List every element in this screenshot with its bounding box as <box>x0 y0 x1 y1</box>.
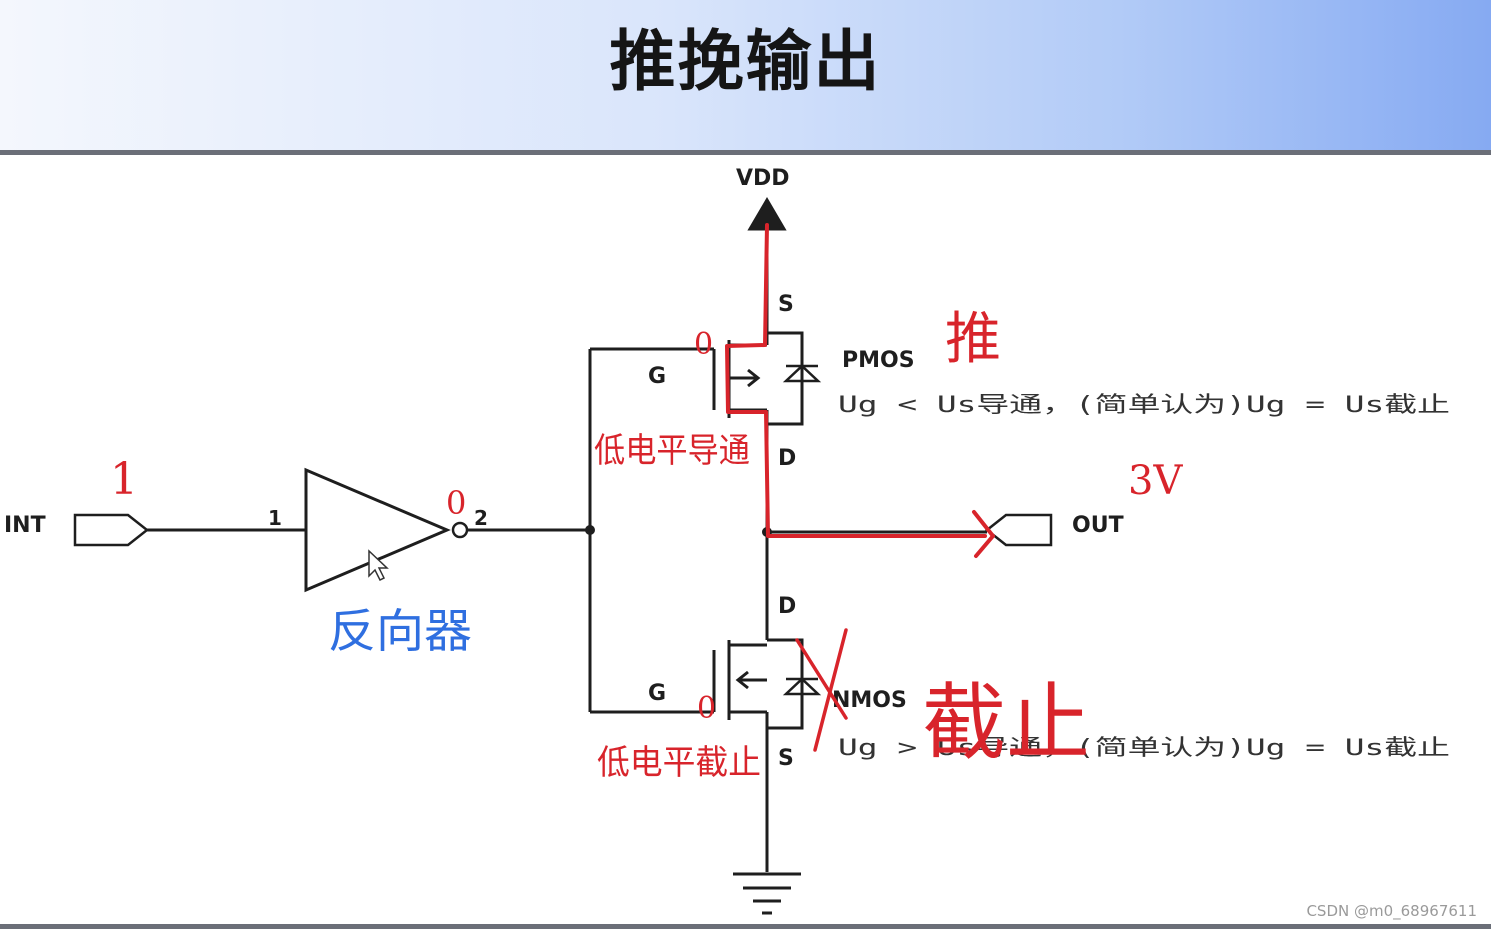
out-voltage-annotation: 3V <box>1128 458 1183 504</box>
nmos-condition-note: Ug > Us导通，(简单认为)Ug = Us截止 <box>838 736 1450 761</box>
gate-junction <box>585 525 595 535</box>
nmos-diode-symbol <box>782 677 822 696</box>
circuit-wiring <box>73 197 1053 915</box>
nmos-label: NMOS <box>832 688 907 713</box>
input-port-symbol <box>73 513 150 547</box>
inverter-pin2-label: 2 <box>474 506 488 530</box>
pmos-diode-symbol <box>782 364 822 383</box>
nmos-source-label: S <box>778 746 794 771</box>
pmos-condition-note: Ug < Us导通，(简单认为)Ug = Us截止 <box>838 393 1450 418</box>
nmos-cross-mark <box>795 628 848 752</box>
input-label: INT <box>4 513 46 538</box>
pmos-state-annotation: 低电平导通 <box>594 431 750 471</box>
nmos-drain-label: D <box>778 594 796 619</box>
output-port-symbol <box>984 513 1053 547</box>
mouse-cursor-icon <box>368 549 389 582</box>
inverter-annotation: 反向器 <box>328 604 472 658</box>
nmos-body-arrow <box>735 670 767 690</box>
pmos-gate-annotation: 0 <box>694 327 713 362</box>
watermark: CSDN @m0_68967611 <box>1306 902 1477 920</box>
pmos-drain-label: D <box>778 446 796 471</box>
inverter-output-annotation: 0 <box>446 484 466 522</box>
nmos-state-annotation: 低电平截止 <box>597 743 761 783</box>
nmos-gate-label: G <box>648 681 666 706</box>
inverter-bubble <box>451 521 469 539</box>
inverter-pin1-label: 1 <box>268 506 282 530</box>
pmos-gate-label: G <box>648 364 666 389</box>
output-label: OUT <box>1072 513 1124 538</box>
pmos-diode-frame <box>767 331 804 426</box>
nmos-diode-frame <box>767 638 804 730</box>
pmos-source-label: S <box>778 292 794 317</box>
pmos-body-arrow <box>729 368 761 388</box>
current-path-line <box>725 223 987 538</box>
vdd-label: VDD <box>736 166 790 191</box>
current-path-annotation <box>725 223 995 558</box>
input-level-annotation: 1 <box>110 454 138 505</box>
push-annotation: 推 <box>945 307 1001 372</box>
nmos-gate-annotation: 0 <box>697 691 716 726</box>
pmos-label: PMOS <box>842 348 915 373</box>
current-arrowhead <box>972 510 995 558</box>
title-banner <box>0 0 1491 152</box>
page-title: 推挽输出 <box>609 23 882 100</box>
ground-symbol <box>733 872 801 915</box>
bottom-divider <box>0 924 1491 929</box>
title-divider <box>0 150 1491 155</box>
cutoff-annotation: 截止 <box>922 674 1090 772</box>
